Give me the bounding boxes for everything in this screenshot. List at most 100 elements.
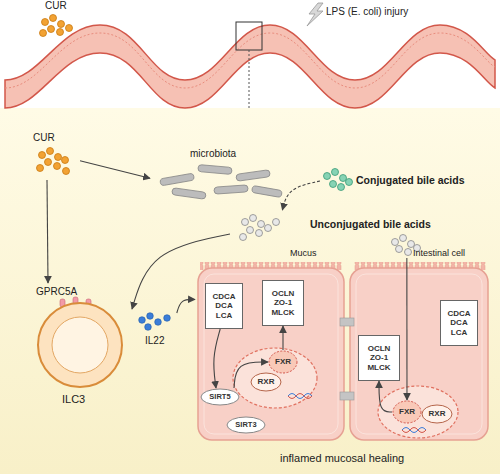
il22-dots: [145, 324, 152, 331]
flow-arrow: [406, 258, 407, 400]
conjugated-dots: [332, 169, 339, 176]
receptor-ellipse: FXR: [268, 350, 298, 374]
flow-arrow: [282, 326, 283, 350]
epithelial-cells: [340, 392, 354, 400]
microbiota-group: microbiota: [150, 148, 290, 203]
il22-dots: [147, 313, 154, 320]
node-text: CDCA DCA LCA: [207, 292, 241, 320]
curcumin-dots: [45, 159, 52, 166]
immune-cell: GPRC5AILC3: [20, 283, 132, 413]
curcumin-dots: [55, 154, 62, 161]
zoom-marker: [236, 22, 262, 50]
curcumin-dots: [57, 29, 64, 36]
receptor-ellipse: RXR: [250, 372, 282, 392]
molecule-box: OCLN ZO-1 MLCK: [262, 280, 304, 326]
epithelial-cells: [198, 268, 344, 440]
curcumin-dots: [42, 19, 49, 26]
annotation-label: LPS (E. coli) injury: [326, 6, 466, 17]
flow-arrow: [282, 181, 320, 210]
unconjugated-dots: [273, 219, 280, 226]
conjugated-dots: [324, 173, 331, 180]
bacteria-rods: [198, 165, 232, 175]
node-text: OCLN ZO-1 MLCK: [264, 289, 302, 317]
unconjugated-dots: [250, 215, 257, 222]
annotation-label: inflamed mucosal healing: [280, 452, 460, 464]
molecule-box: CDCA DCA LCA: [440, 300, 478, 346]
bacteria-rods: [252, 185, 283, 197]
intestine-wall: [5, 25, 495, 108]
node-text: CDCA DCA LCA: [442, 309, 476, 337]
nucleus: [233, 348, 458, 438]
dna-helix: [288, 394, 312, 399]
curcumin-dots: [40, 30, 47, 37]
enzyme-ellipse-outline: [227, 417, 265, 433]
unconjugated-dots: [256, 230, 263, 237]
curcumin-dots: [47, 148, 54, 155]
receptor-ellipse: FXR: [392, 400, 422, 424]
epithelial-cells: [340, 318, 354, 326]
conjugated-dots: [324, 169, 353, 191]
bacteria-rods: [172, 188, 207, 200]
molecule-box: CDCA DCA LCA: [205, 283, 243, 329]
il22-dots: [139, 317, 146, 324]
zoom-marker: [249, 50, 250, 110]
compound-cluster: CUR: [25, 132, 80, 180]
node-text: OCLN ZO-1 MLCK: [360, 344, 398, 372]
flow-arrow: [379, 381, 392, 412]
lightning-symbol: [307, 3, 323, 26]
curcumin-dots: [39, 152, 46, 159]
receptor-ellipse-outline: [251, 373, 281, 391]
unconjugated-dots: [396, 246, 403, 253]
unconjugated-dots: [242, 219, 249, 226]
epithelial-cells: [198, 262, 488, 440]
node-text: microbiota: [190, 148, 290, 160]
node-text: SIRT3: [228, 421, 264, 430]
receptor-ellipse-outline: [422, 405, 452, 423]
unconjugated-dots: [240, 234, 247, 241]
epithelial-cells: [356, 274, 482, 434]
il22-dots: [139, 313, 171, 331]
curcumin-dots: [37, 15, 73, 175]
dna-helix: [288, 394, 312, 399]
node-text: RXR: [423, 409, 451, 418]
node-text: Mucus: [290, 248, 347, 258]
node-text: FXR: [270, 357, 296, 366]
epithelial-cell: Intestinal cellCDCA DCA LCA OCLN ZO-1 MLC…: [349, 246, 491, 444]
node-text: IL22: [145, 335, 188, 347]
node-text: CUR: [33, 132, 80, 144]
node-text: Intestinal cell: [413, 248, 491, 258]
conjugated-dots: [338, 184, 345, 191]
receptor-ellipse-outline: [393, 401, 421, 423]
curcumin-dots: [37, 165, 44, 172]
epithelial-cell: MucusCDCA DCA LCA OCLN ZO-1 MLCK FXR RXR SIR…: [195, 246, 347, 444]
node-text: SIRT5: [202, 393, 238, 402]
curcumin-dots: [63, 168, 70, 175]
node-text: GPRC5A: [36, 286, 132, 298]
nucleus: [378, 386, 458, 438]
node-text: FXR: [394, 407, 420, 416]
zoom-marker: [236, 22, 262, 110]
enzyme-ellipse: SIRT3: [226, 416, 266, 434]
curcumin-dots: [62, 157, 69, 164]
enzyme-ellipse-outline: [201, 389, 239, 405]
flow-arrow: [132, 234, 230, 309]
bile-acid-cluster: Conjugated bile acids: [320, 168, 496, 194]
epithelial-cells: [204, 274, 338, 434]
bacteria-rods: [160, 165, 283, 200]
flow-arrow: [214, 329, 220, 388]
conjugated-dots: [330, 181, 337, 188]
compound-cluster: CUR: [30, 0, 85, 38]
ilc3-cell: [38, 297, 122, 387]
node-text: CUR: [45, 0, 85, 12]
ilc3-cell: [38, 303, 122, 387]
unconjugated-dots: [405, 249, 412, 256]
intestine-wall: [5, 25, 495, 108]
dna-helix: [402, 428, 426, 433]
zoom-panel: [0, 108, 500, 474]
unconjugated-dots: [392, 239, 399, 246]
receptor-ellipse: RXR: [421, 404, 453, 424]
bacteria-rods: [214, 185, 248, 194]
